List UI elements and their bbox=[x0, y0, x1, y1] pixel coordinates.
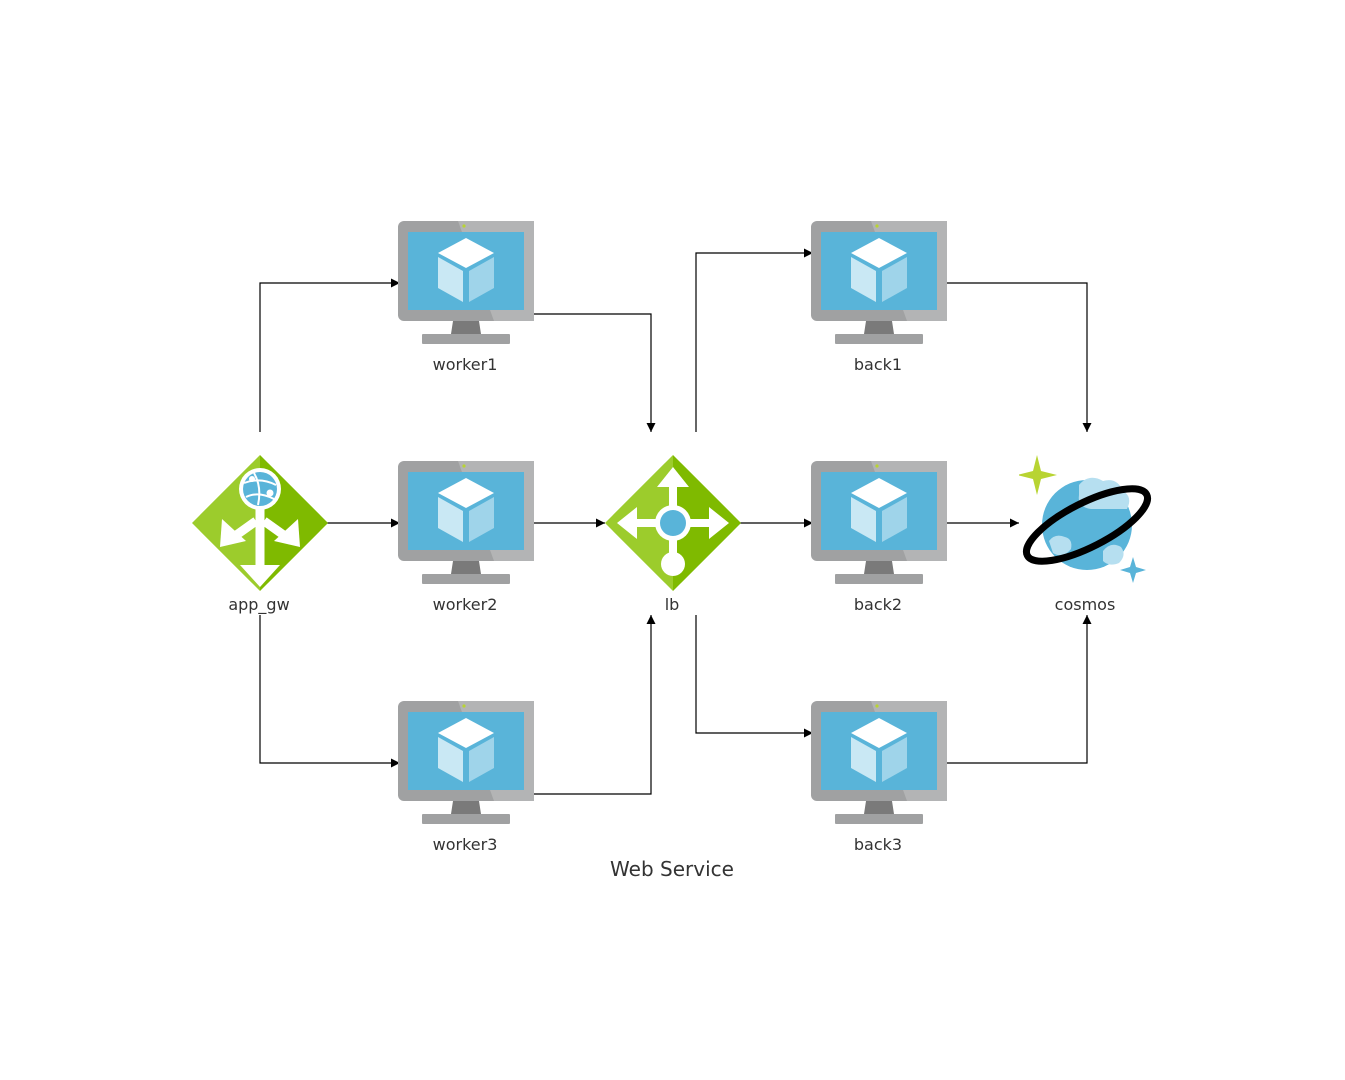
node-label-cosmos: cosmos bbox=[1055, 595, 1116, 614]
diagram-caption: Web Service bbox=[610, 857, 734, 881]
edge-worker1-lb bbox=[534, 313, 656, 432]
cosmos-db-icon bbox=[1017, 455, 1157, 583]
load-balancer-icon bbox=[605, 455, 741, 591]
application-gateway-icon bbox=[192, 455, 328, 591]
edge-back3-cosmos bbox=[947, 615, 1092, 764]
edge-app_gw-worker1 bbox=[259, 278, 400, 432]
node-label-worker1: worker1 bbox=[433, 355, 498, 374]
virtual-machine-icon bbox=[811, 221, 947, 344]
edge-worker3-lb bbox=[534, 615, 656, 795]
edge-lb-back3 bbox=[695, 615, 813, 738]
node-lb[interactable]: lb bbox=[605, 455, 741, 614]
node-label-worker2: worker2 bbox=[433, 595, 498, 614]
node-label-back2: back2 bbox=[854, 595, 902, 614]
node-label-back3: back3 bbox=[854, 835, 902, 854]
node-back3[interactable]: back3 bbox=[811, 701, 947, 854]
edge-app_gw-worker3 bbox=[259, 615, 400, 768]
edge-lb-back1 bbox=[695, 248, 813, 432]
virtual-machine-icon bbox=[398, 221, 534, 344]
virtual-machine-icon bbox=[398, 461, 534, 584]
virtual-machine-icon bbox=[398, 701, 534, 824]
node-label-app_gw: app_gw bbox=[228, 595, 289, 615]
nodes-layer: app_gw worker1 worker2 worker3 lb back1 bbox=[192, 221, 1157, 854]
edge-back1-cosmos bbox=[947, 282, 1092, 432]
node-worker2[interactable]: worker2 bbox=[398, 461, 534, 614]
virtual-machine-icon bbox=[811, 701, 947, 824]
node-worker1[interactable]: worker1 bbox=[398, 221, 534, 374]
node-cosmos[interactable]: cosmos bbox=[1017, 455, 1157, 614]
node-label-lb: lb bbox=[665, 595, 680, 614]
node-worker3[interactable]: worker3 bbox=[398, 701, 534, 854]
node-back1[interactable]: back1 bbox=[811, 221, 947, 374]
edges-layer bbox=[259, 248, 1092, 795]
node-label-back1: back1 bbox=[854, 355, 902, 374]
node-label-worker3: worker3 bbox=[433, 835, 498, 854]
node-app_gw[interactable]: app_gw bbox=[192, 455, 328, 615]
virtual-machine-icon bbox=[811, 461, 947, 584]
node-back2[interactable]: back2 bbox=[811, 461, 947, 614]
